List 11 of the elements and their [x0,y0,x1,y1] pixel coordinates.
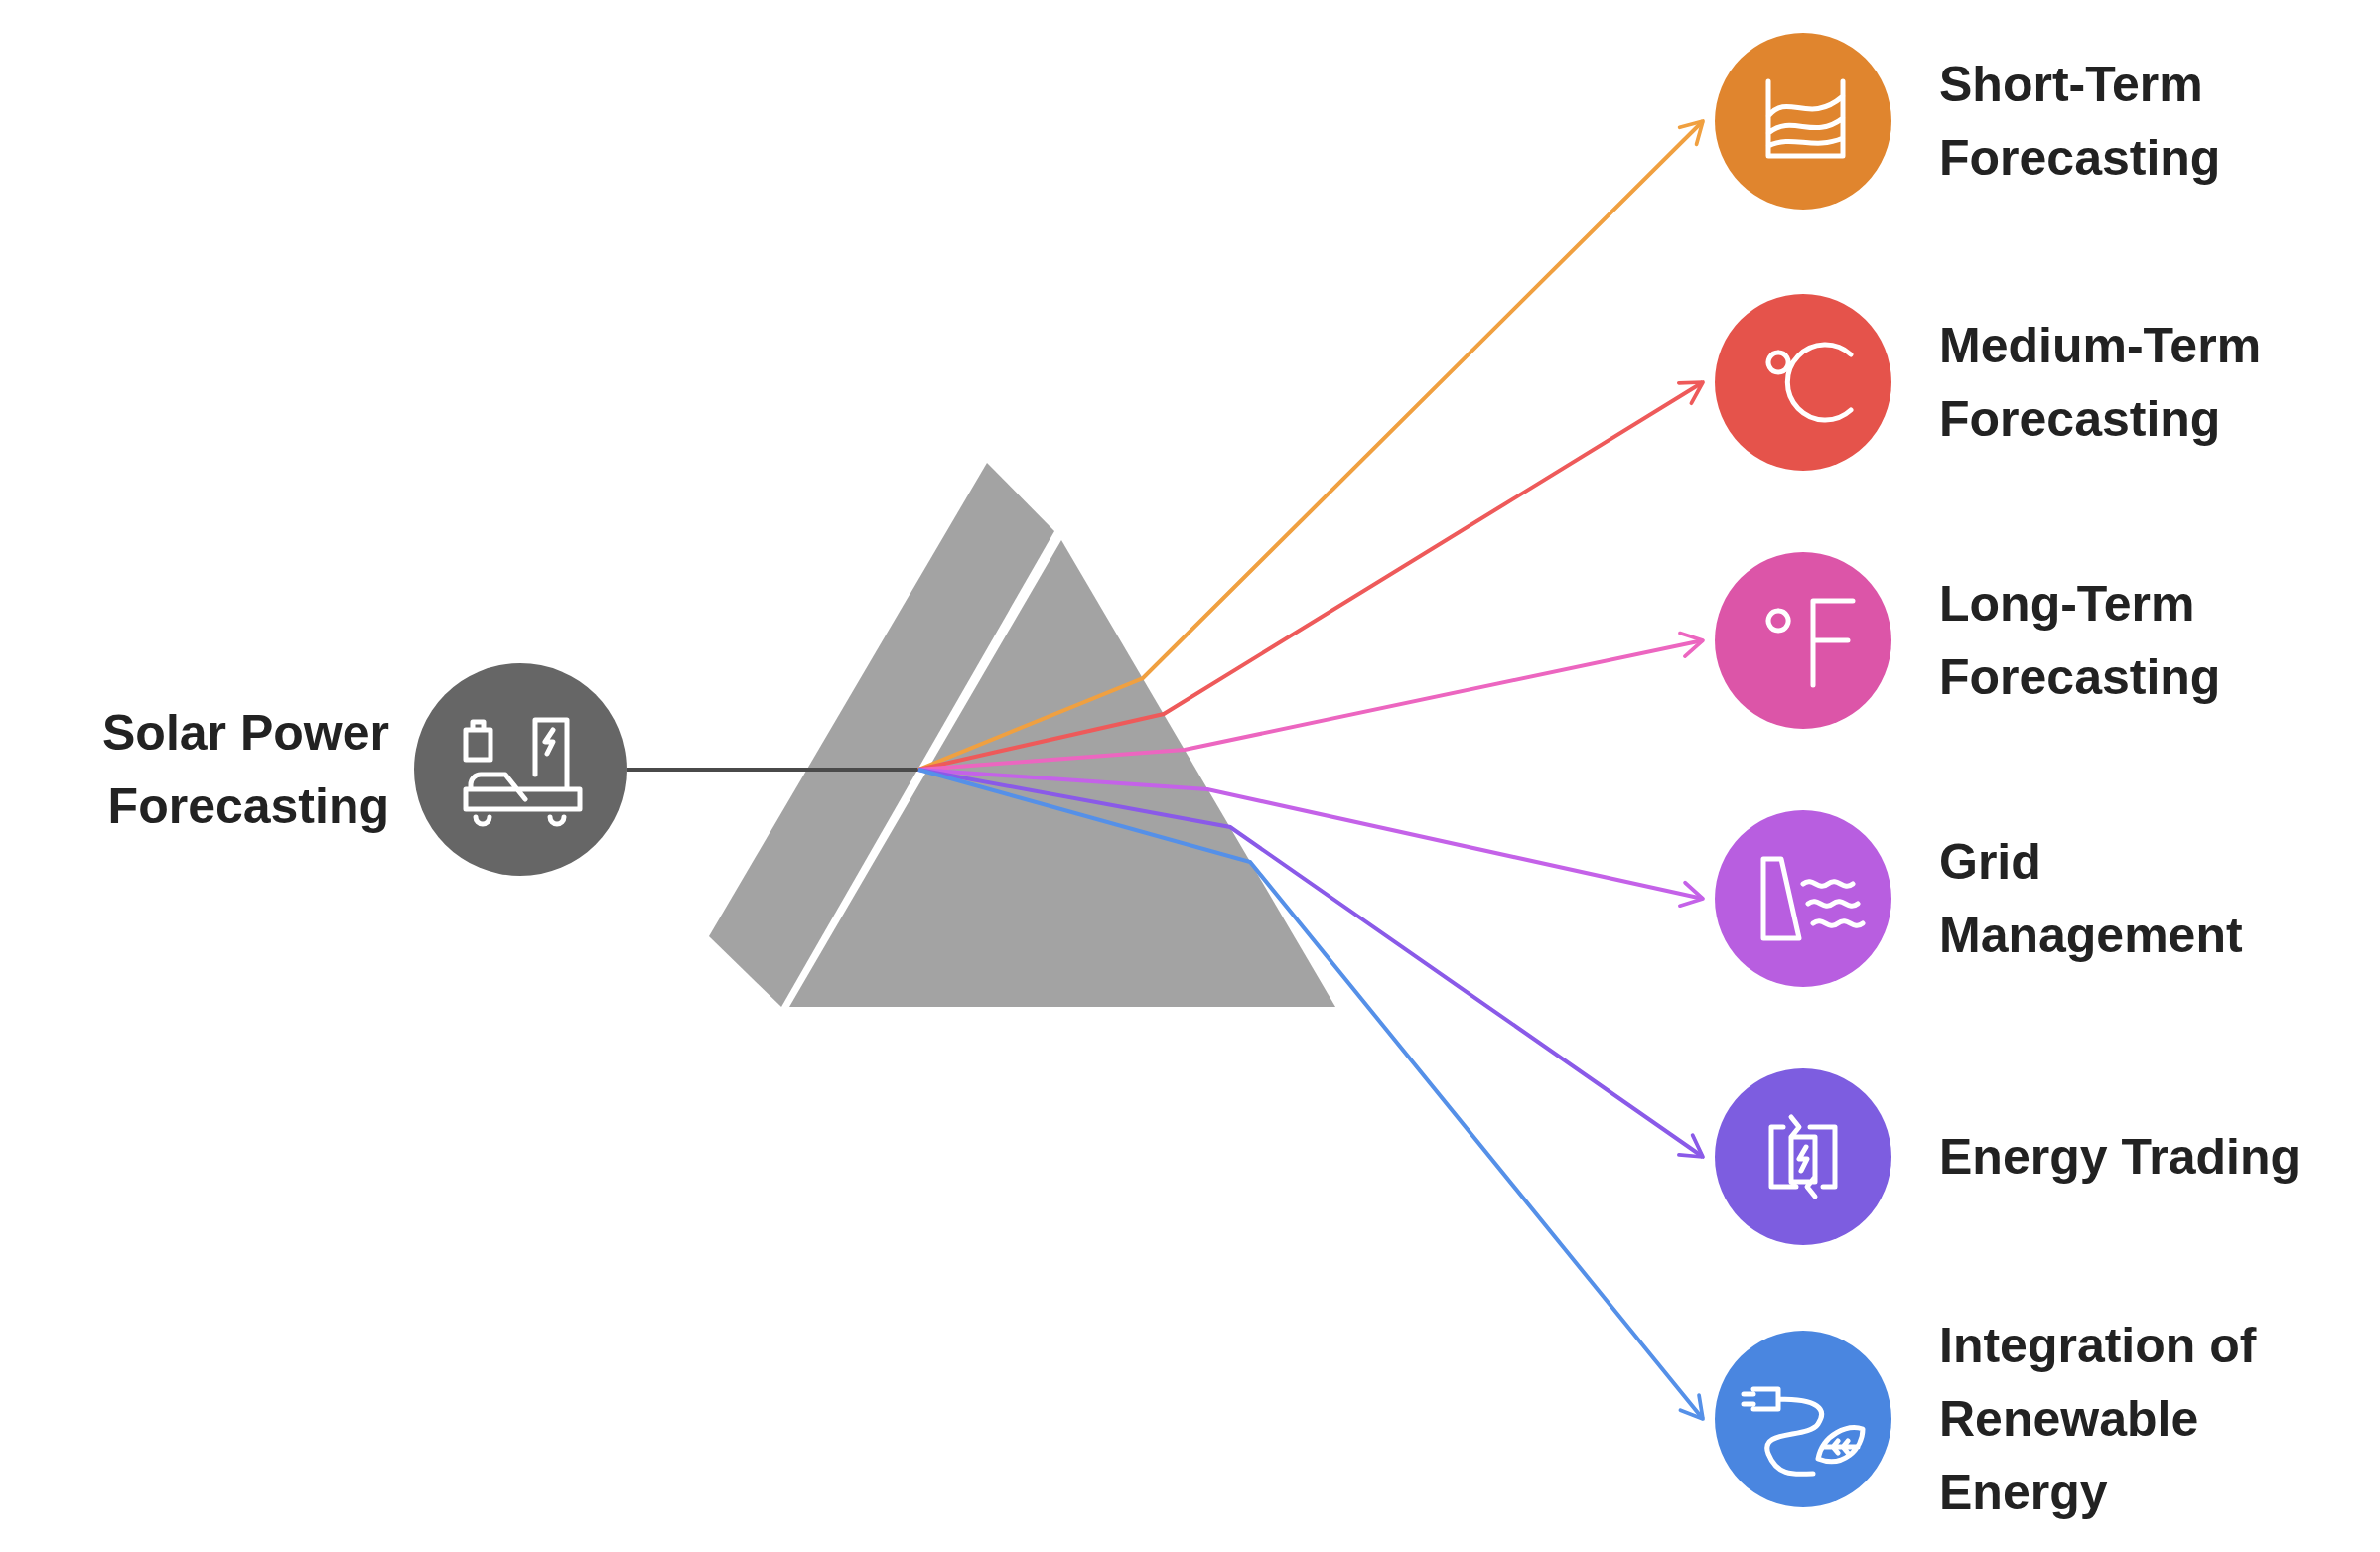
node-label: Medium-Term Forecasting [1939,317,2263,449]
node-label: Long-Term Forecasting [1939,575,2222,707]
connector-line [627,768,918,772]
arrow [917,768,1705,1159]
arrow [917,768,1705,1421]
node-label: Integration of Renewable Energy [1939,1317,2258,1522]
node-label: Grid Management [1939,833,2244,965]
arrow [917,119,1705,772]
node-label: Short-Term Forecasting [1939,56,2222,188]
node-label: Energy Trading [1939,1128,2302,1187]
node-label: Solar Power Forecasting [101,704,389,836]
